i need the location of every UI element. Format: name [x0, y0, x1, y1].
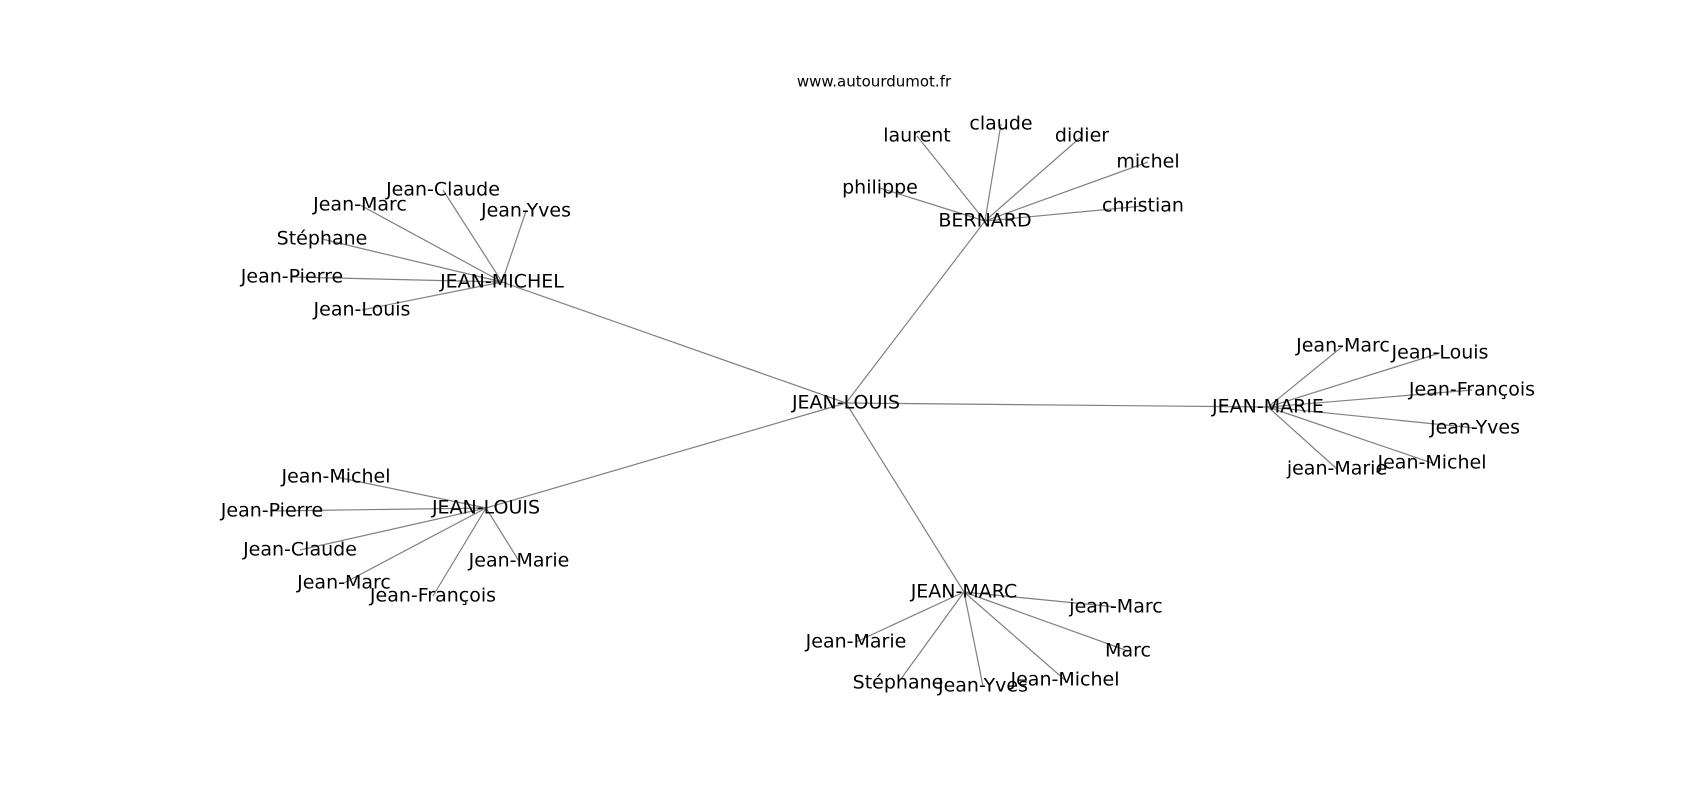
hub-node-label[interactable]: JEAN-MARIE	[1211, 396, 1324, 418]
edge-hub-to-leaf	[963, 591, 1129, 652]
leaf-node-label[interactable]: Stéphane	[853, 672, 944, 694]
leaf-node-label[interactable]: Jean-Marc	[1295, 335, 1390, 357]
edge-hub-to-leaf	[897, 591, 965, 684]
leaf-node-label[interactable]: Jean-Yves	[1429, 417, 1520, 439]
leaf-node-label[interactable]: Jean-Michel	[1010, 669, 1120, 691]
leaf-node-label[interactable]: Jean-Marie	[468, 550, 570, 572]
leaf-node-label[interactable]: Jean-Pierre	[240, 266, 343, 288]
edge-center-to-hub	[845, 402, 1269, 408]
hub-node-label[interactable]: JEAN-MARC	[910, 581, 1018, 603]
leaf-node-label[interactable]: Jean-François	[369, 585, 496, 607]
leaf-node-label[interactable]: Jean-François	[1408, 379, 1535, 401]
edge-hub-to-leaf	[984, 135, 1083, 222]
edge-hub-to-leaf	[1267, 406, 1433, 464]
leaf-node-label[interactable]: Jean-Marc	[296, 572, 391, 594]
leaf-node-label[interactable]: claude	[969, 113, 1032, 135]
edge-hub-to-leaf	[963, 591, 984, 687]
edge-hub-to-leaf	[291, 276, 503, 283]
leaf-node-label[interactable]: Jean-Louis	[1391, 342, 1489, 364]
leaf-node-label[interactable]: Jean-Michel	[1377, 452, 1487, 474]
edge-hub-to-leaf	[984, 205, 1144, 222]
edge-center-to-hub	[501, 281, 847, 404]
edge-hub-to-leaf	[299, 507, 487, 551]
edge-center-to-hub	[845, 220, 986, 404]
edge-hub-to-leaf	[335, 476, 487, 509]
leaf-node-label[interactable]: Jean-Yves	[480, 200, 571, 222]
leaf-node-label[interactable]: michel	[1116, 151, 1179, 173]
edge-hub-to-leaf	[963, 591, 1117, 608]
leaf-node-label[interactable]: philippe	[842, 177, 918, 199]
leaf-node-label[interactable]: jean-Marc	[1068, 596, 1162, 618]
edge-hub-to-leaf	[321, 238, 503, 283]
leaf-node-label[interactable]: jean-Marie	[1286, 458, 1387, 480]
edge-hub-to-leaf	[879, 187, 986, 222]
edge-hub-to-leaf	[1267, 406, 1476, 429]
edge-hub-to-leaf	[501, 210, 527, 283]
edge-center-to-hub	[485, 402, 847, 509]
leaf-node-label[interactable]: Jean-Louis	[313, 299, 411, 321]
center-node-label[interactable]: JEAN-LOUIS	[791, 392, 900, 414]
leaf-node-label[interactable]: didier	[1055, 125, 1109, 147]
leaf-node-label[interactable]: christian	[1102, 195, 1184, 217]
leaf-node-label[interactable]: Jean-Yves	[937, 675, 1028, 697]
leaf-node-label[interactable]: Jean-Michel	[281, 466, 391, 488]
leaf-node-label[interactable]: Jean-Marc	[312, 194, 407, 216]
hub-node-label[interactable]: BERNARD	[938, 210, 1031, 232]
edge-hub-to-leaf	[1267, 352, 1441, 408]
edge-hub-to-leaf	[1267, 345, 1344, 408]
edge-hub-to-leaf	[442, 189, 503, 283]
site-watermark: www.autourdumot.fr	[797, 73, 952, 91]
leaf-node-label[interactable]: Stéphane	[277, 228, 368, 250]
edge-hub-to-leaf	[432, 507, 487, 597]
hub-node-label[interactable]: JEAN-MICHEL	[439, 271, 564, 293]
edge-hub-to-leaf	[271, 507, 487, 512]
leaf-node-label[interactable]: Jean-Claude	[242, 539, 357, 561]
edge-hub-to-leaf	[855, 591, 965, 643]
edge-hub-to-leaf	[343, 507, 487, 584]
graph-labels: JEAN-LOUIS BERNARD laurent claude didier mich…	[220, 113, 1535, 697]
leaf-node-label[interactable]: Marc	[1105, 640, 1151, 662]
graph-edges	[271, 123, 1476, 687]
edge-hub-to-leaf	[1267, 389, 1473, 408]
leaf-node-label[interactable]: Jean-Marie	[805, 631, 907, 653]
edge-hub-to-leaf	[984, 161, 1149, 222]
edge-hub-to-leaf	[361, 281, 503, 311]
edge-hub-to-leaf	[984, 123, 1002, 222]
edge-hub-to-leaf	[1267, 406, 1338, 470]
edge-hub-to-leaf	[916, 135, 986, 222]
hub-node-label[interactable]: JEAN-LOUIS	[431, 497, 540, 519]
edge-center-to-hub	[845, 402, 965, 593]
edge-hub-to-leaf	[963, 591, 1066, 681]
edge-hub-to-leaf	[359, 204, 503, 283]
leaf-node-label[interactable]: Jean-Claude	[385, 179, 500, 201]
leaf-node-label[interactable]: Jean-Pierre	[220, 500, 323, 522]
edge-hub-to-leaf	[485, 507, 520, 562]
leaf-node-label[interactable]: laurent	[883, 125, 951, 147]
